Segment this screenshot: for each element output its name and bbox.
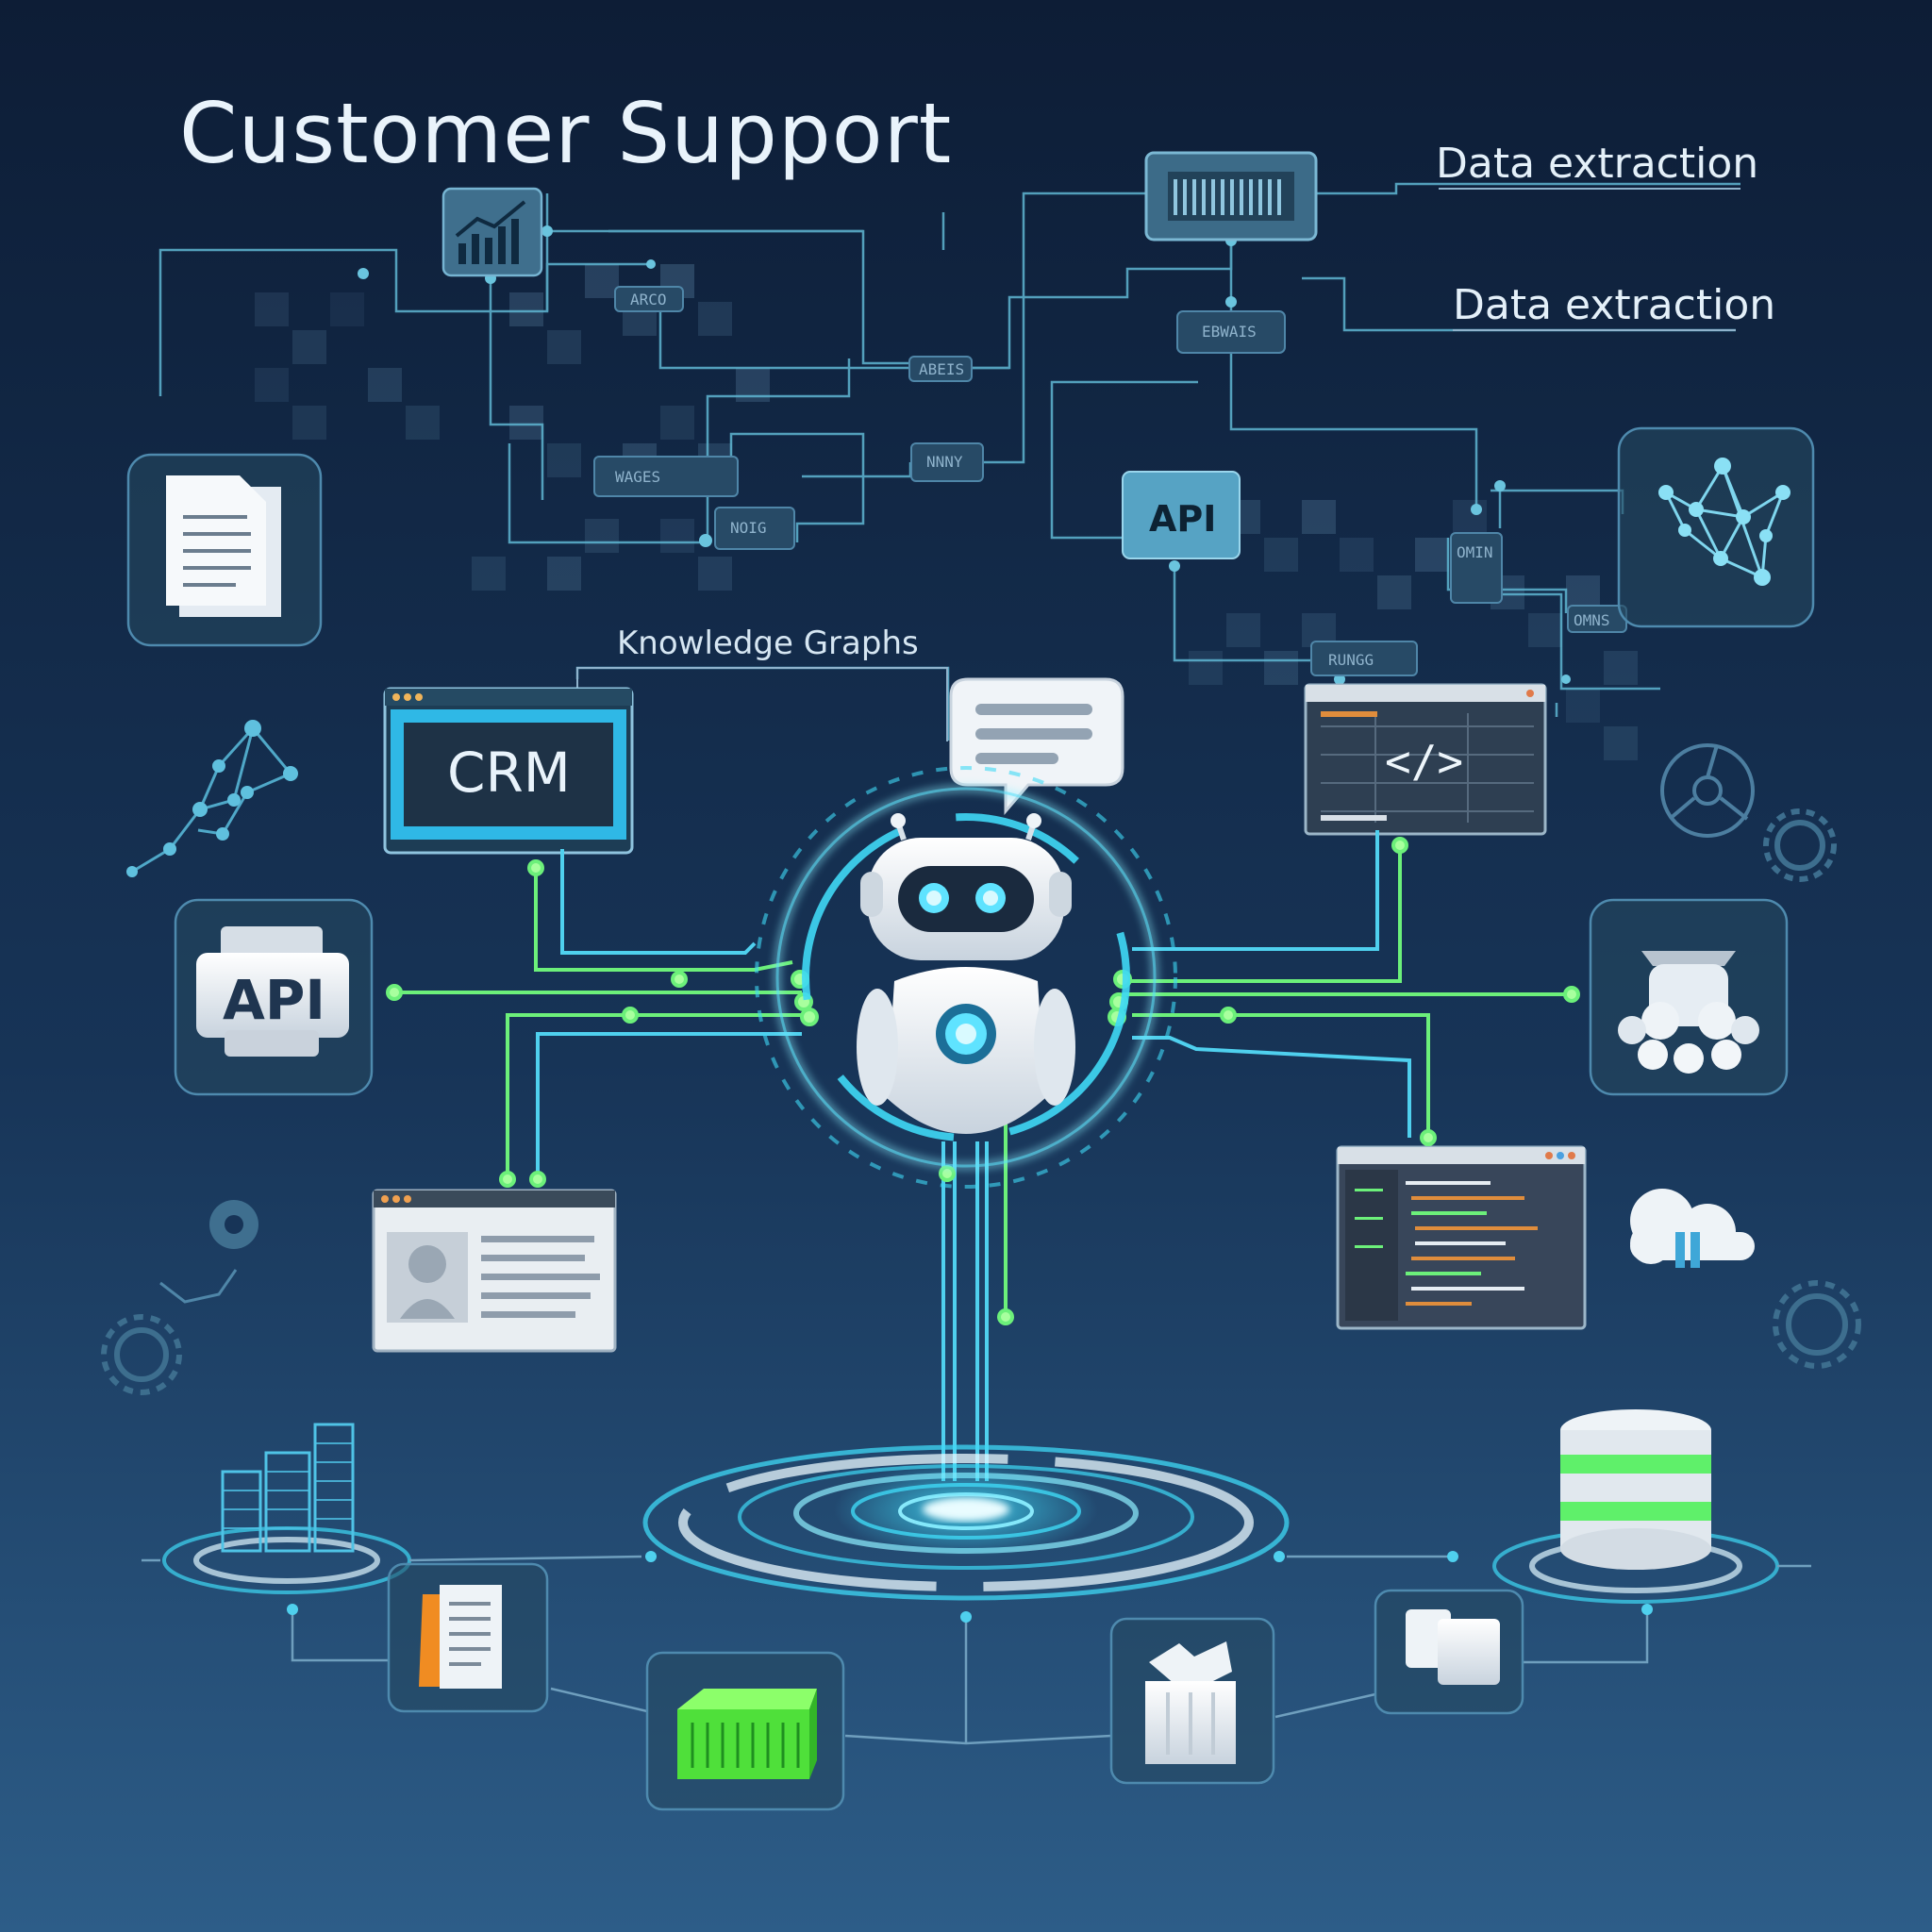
tag-label: EBWAIS xyxy=(1202,323,1257,341)
tag-label: NNNY xyxy=(926,453,963,471)
folder-icon xyxy=(387,1562,549,1713)
user-profile-icon xyxy=(372,1189,617,1353)
data-extraction-label-top: Data extraction xyxy=(1436,140,1759,188)
robot-halo xyxy=(755,766,1177,1189)
crm-window xyxy=(383,687,634,855)
code-editor-icon xyxy=(1336,1145,1587,1330)
tag-label: OMNS xyxy=(1574,611,1610,629)
gear-icon xyxy=(101,808,1861,1395)
base-platform xyxy=(642,1444,1290,1601)
tag-label: NOIG xyxy=(730,519,767,537)
tag-label: OMIN xyxy=(1457,543,1493,561)
tag-label: WAGES xyxy=(615,468,661,486)
tag-boxes xyxy=(593,286,1627,676)
bottom-network-nodes xyxy=(287,1551,1653,1623)
knowledge-graphs-label: Knowledge Graphs xyxy=(617,625,919,662)
tag-label: RUNGG xyxy=(1328,651,1374,669)
code-tag-label: </> xyxy=(1385,736,1464,787)
document-icon xyxy=(126,453,323,647)
chat-bubble-icon xyxy=(949,677,1124,816)
tag-label: ARCO xyxy=(630,291,667,308)
blocks-icon xyxy=(1374,1589,1524,1715)
database-icon xyxy=(1560,1409,1711,1570)
network-graph-icon xyxy=(1617,426,1815,628)
data-extraction-label-second: Data extraction xyxy=(1453,281,1776,329)
target-icon xyxy=(1660,743,1755,838)
box-icon xyxy=(1109,1617,1275,1785)
page-title: Customer Support xyxy=(179,85,953,182)
code-window-icon xyxy=(1304,683,1547,836)
knowledge-graphs-bracket xyxy=(576,667,948,741)
robot-icon xyxy=(857,813,1075,1134)
building-icon xyxy=(221,1423,355,1553)
barcode-icon xyxy=(1144,151,1318,242)
api-left-card xyxy=(174,898,374,1096)
cloud-icon xyxy=(1630,1189,1755,1268)
people-icon xyxy=(1589,898,1789,1096)
cube-icon xyxy=(645,1651,845,1811)
api-label-left: API xyxy=(223,968,325,1032)
chart-icon xyxy=(441,187,543,277)
graph-icon-left xyxy=(126,720,298,877)
tag-label: ABEIS xyxy=(919,360,965,378)
api-label-top: API xyxy=(1149,498,1217,540)
crm-label: CRM xyxy=(447,741,571,805)
api-top-panel xyxy=(1122,471,1241,559)
connection-lines-cyan xyxy=(536,830,1411,1481)
bottom-network-lines xyxy=(142,1555,1811,1745)
label-underlines xyxy=(1439,188,1740,331)
gear-icon-small xyxy=(159,1200,258,1304)
connection-lines-green xyxy=(394,845,1572,1317)
